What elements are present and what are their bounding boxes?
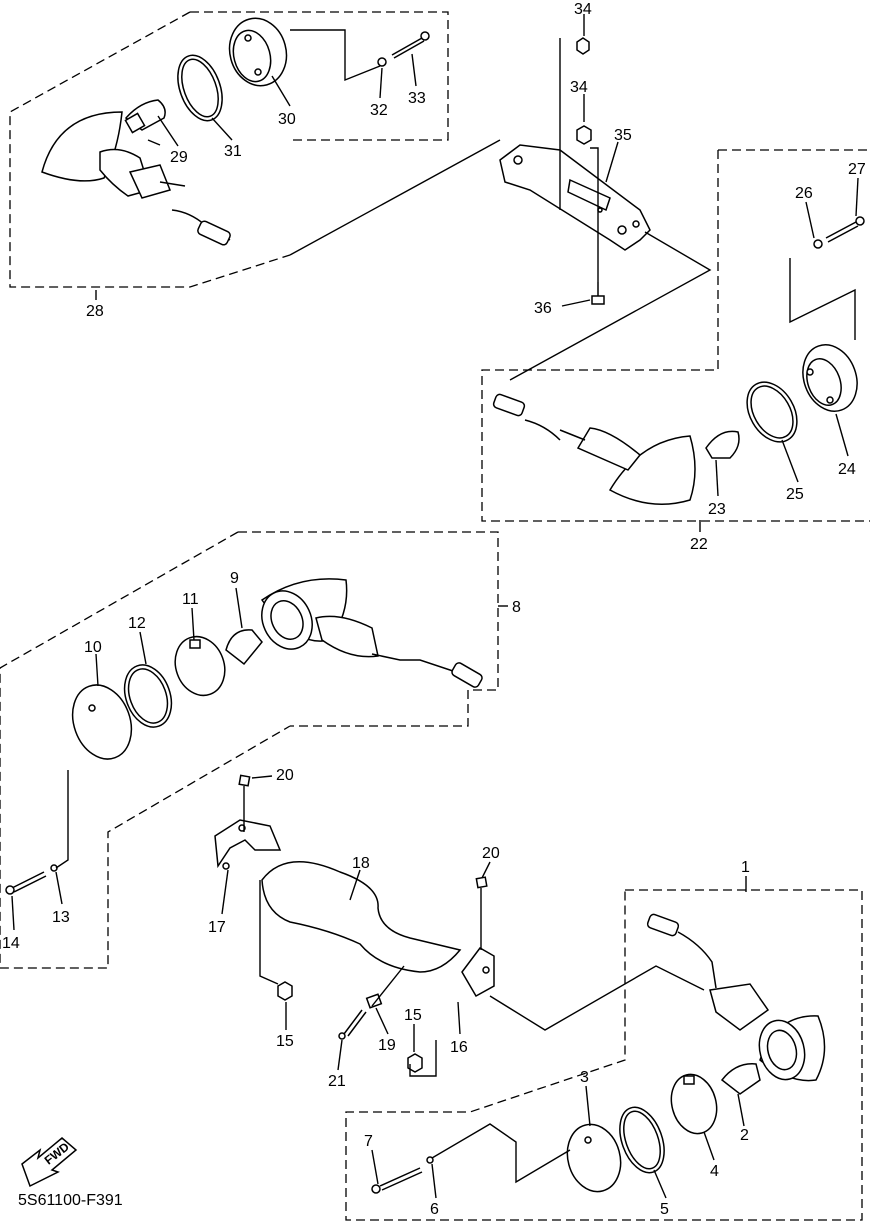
callout-1: 1 — [741, 859, 750, 876]
socket-11 — [174, 635, 226, 697]
socket-4 — [670, 1073, 718, 1135]
bulb-23 — [705, 430, 740, 459]
callout-13: 13 — [52, 909, 70, 926]
callout-19: 19 — [378, 1037, 396, 1054]
bracket-17 — [214, 819, 282, 870]
bulb-2 — [720, 1063, 761, 1095]
callout-27: 27 — [848, 161, 866, 178]
callout-3: 3 — [580, 1069, 589, 1086]
turn-signal-lens-23-assy — [492, 393, 696, 505]
callout-11: 11 — [182, 591, 199, 608]
callout-36: 36 — [534, 300, 552, 317]
callout-15-left: 15 — [276, 1033, 294, 1050]
callout-6: 6 — [430, 1201, 439, 1218]
bulb-29 — [124, 99, 166, 134]
callout-26: 26 — [795, 185, 813, 202]
cover-18 — [261, 861, 462, 973]
nut-15-left — [277, 981, 293, 1001]
callout-35: 35 — [614, 127, 632, 144]
callout-23: 23 — [708, 501, 726, 518]
leader-30-33 — [290, 29, 381, 82]
bulb-9 — [225, 629, 263, 666]
clip-20-left — [238, 774, 251, 787]
screw-7 — [371, 1167, 423, 1194]
nut-34-upper — [576, 37, 590, 55]
callout-34-lower: 34 — [570, 79, 588, 96]
callout-4: 4 — [710, 1163, 719, 1180]
screw-14 — [5, 871, 47, 895]
screw-27 — [825, 216, 865, 243]
gasket-12 — [123, 664, 173, 728]
callout-16: 16 — [450, 1039, 468, 1056]
fwd-arrow-icon: FWD — [21, 1137, 78, 1188]
assembly-1-boundary — [345, 889, 863, 1221]
callout-22: 22 — [690, 536, 708, 553]
screw-36 — [591, 282, 605, 305]
rim-30 — [228, 17, 288, 87]
rim-3 — [566, 1123, 622, 1193]
washer-6 — [426, 1156, 434, 1164]
washer-26 — [813, 239, 823, 249]
callout-29: 29 — [170, 149, 188, 166]
callout-25: 25 — [786, 486, 804, 503]
nut-15-right — [407, 1053, 423, 1073]
callout-14: 14 — [2, 935, 20, 952]
bracket-35 — [499, 144, 651, 251]
callout-leaders — [11, 14, 859, 1199]
callout-18: 18 — [352, 855, 370, 872]
callout-24: 24 — [838, 461, 856, 478]
assembly-28-boundary — [9, 11, 449, 288]
bracket-16 — [461, 947, 495, 998]
callout-32: 32 — [370, 102, 388, 119]
assembly-22-boundary — [481, 149, 870, 522]
turn-signal-lens-28 — [41, 111, 231, 246]
screw-21 — [338, 1009, 367, 1040]
callout-10: 10 — [84, 639, 102, 656]
callout-34-top: 34 — [574, 1, 592, 18]
assembly-8-boundary — [0, 531, 499, 969]
callout-30: 30 — [278, 111, 296, 128]
gasket-25 — [746, 381, 798, 443]
callout-7: 7 — [364, 1133, 373, 1150]
clip-20-right — [475, 876, 488, 889]
callout-21: 21 — [328, 1073, 346, 1090]
nut-34-lower — [576, 125, 592, 145]
rim-24 — [802, 344, 858, 412]
collar-19 — [365, 993, 383, 1009]
turn-signal-lens-8-assy — [260, 578, 483, 688]
callout-2: 2 — [740, 1127, 749, 1144]
callout-5: 5 — [660, 1201, 669, 1218]
rim-10 — [71, 684, 133, 760]
callout-28: 28 — [86, 303, 104, 320]
callout-8: 8 — [512, 599, 521, 616]
callout-31: 31 — [224, 143, 242, 160]
screw-33 — [391, 31, 430, 59]
diagram-code: 5S61100-F391 — [18, 1192, 123, 1209]
turn-signal-lens-1-assy — [646, 913, 826, 1082]
gasket-31 — [177, 54, 223, 122]
callout-17: 17 — [208, 919, 226, 936]
callout-33: 33 — [408, 90, 426, 107]
callout-12: 12 — [128, 615, 146, 632]
callout-20-right: 20 — [482, 845, 500, 862]
washer-32 — [377, 57, 387, 67]
callout-9: 9 — [230, 570, 239, 587]
callout-20-left: 20 — [276, 767, 294, 784]
gasket-5 — [619, 1106, 665, 1174]
callout-15-right: 15 — [404, 1007, 422, 1024]
